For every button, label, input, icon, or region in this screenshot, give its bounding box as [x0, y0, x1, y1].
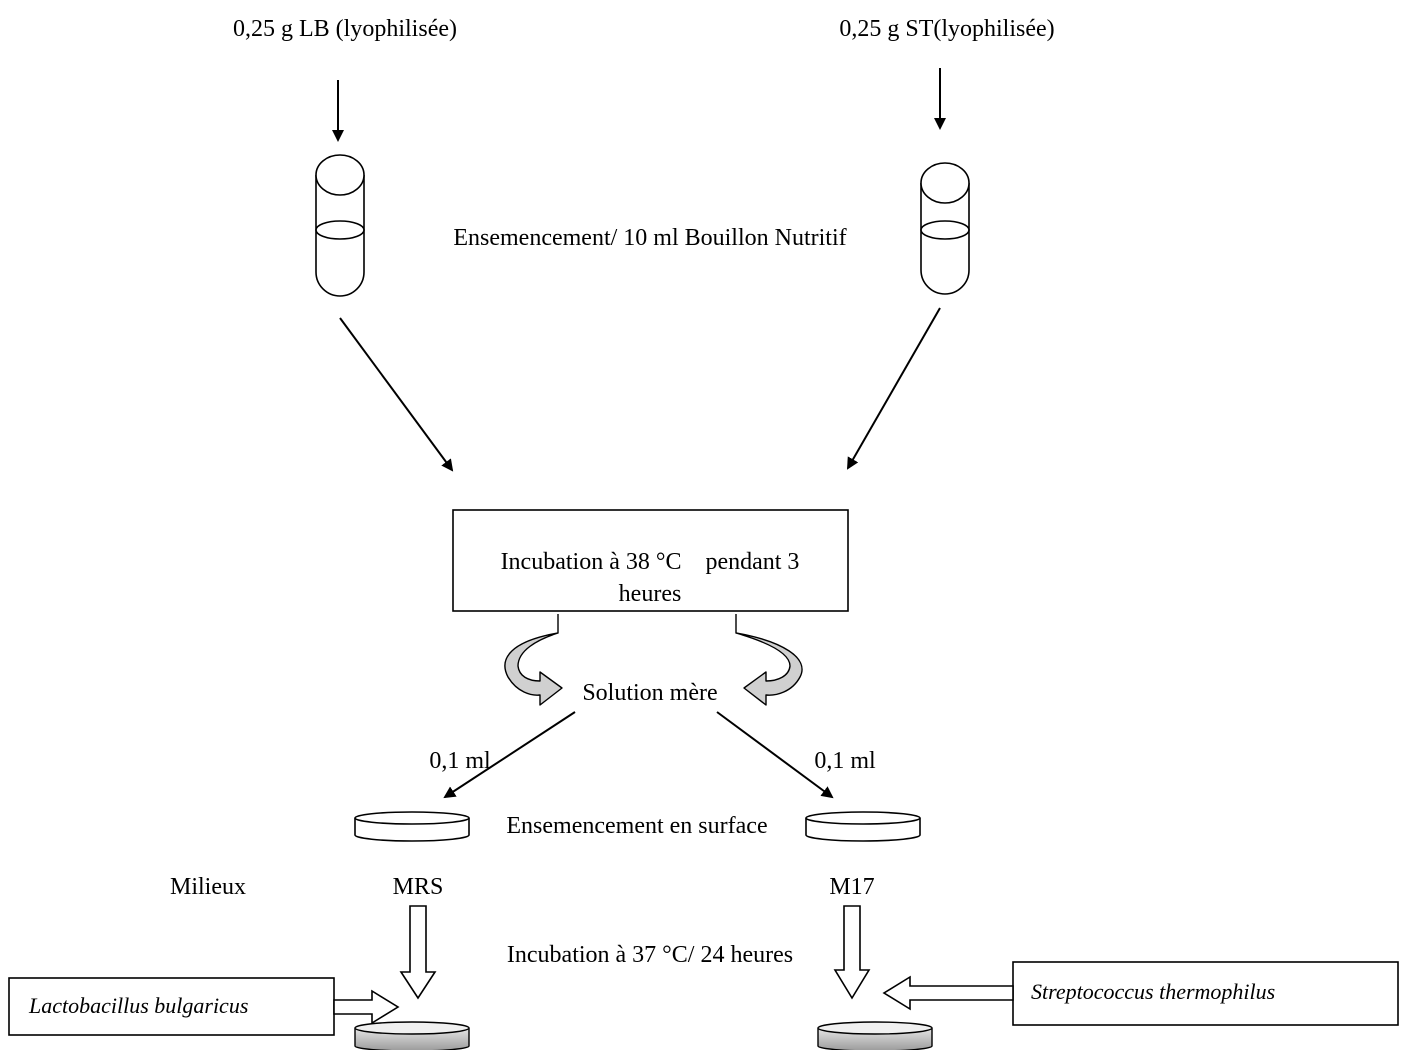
volume-left-label: 0,1 ml — [429, 748, 491, 774]
lactobacillus-label: Lactobacillus bulgaricus — [28, 993, 248, 1018]
st-source-label: 0,25 g ST(lyophilisée) — [839, 16, 1054, 42]
lb-test-tube-icon — [315, 154, 365, 297]
incubation-1-line2: heures — [619, 581, 682, 607]
m17-plate-icon — [805, 811, 921, 842]
mother-solution-label: Solution mère — [582, 680, 717, 706]
solution-to-m17-arrow — [716, 711, 834, 799]
mrs-incubation-arrow — [399, 905, 437, 1000]
incubation-2-label: Incubation à 37 °C/ 24 heures — [507, 942, 793, 968]
st-test-tube-icon — [920, 162, 970, 295]
medium-mrs-label: MRS — [393, 874, 444, 900]
inoculation-broth-label: Ensemencement/ 10 ml Bouillon Nutritif — [453, 225, 846, 251]
incubation-1-line1: Incubation à 38 °C pendant 3 — [501, 549, 800, 575]
streptococcus-dish-icon — [817, 1021, 933, 1050]
medium-m17-label: M17 — [829, 874, 874, 900]
curved-arrow-right-icon — [735, 614, 803, 706]
streptococcus-box — [1012, 961, 1399, 1026]
streptococcus-arrow — [882, 975, 1014, 1011]
solution-to-mrs-arrow — [443, 711, 576, 799]
lb-source-label: 0,25 g LB (lyophilisée) — [233, 16, 457, 42]
st-to-incubation-arrow — [847, 307, 941, 470]
media-label: Milieux — [170, 874, 246, 900]
lactobacillus-box — [8, 977, 335, 1036]
mrs-plate-icon — [354, 811, 470, 842]
curved-arrow-left-icon — [504, 614, 563, 706]
incubation-box — [452, 509, 849, 612]
lactobacillus-dish-icon — [354, 1021, 470, 1050]
surface-inoculation-label: Ensemencement en surface — [506, 813, 767, 839]
lb-to-incubation-arrow — [339, 317, 454, 472]
streptococcus-label: Streptococcus thermophilus — [1031, 979, 1275, 1004]
m17-incubation-arrow — [833, 905, 871, 1000]
volume-right-label: 0,1 ml — [814, 748, 876, 774]
lactobacillus-arrow — [333, 989, 400, 1025]
